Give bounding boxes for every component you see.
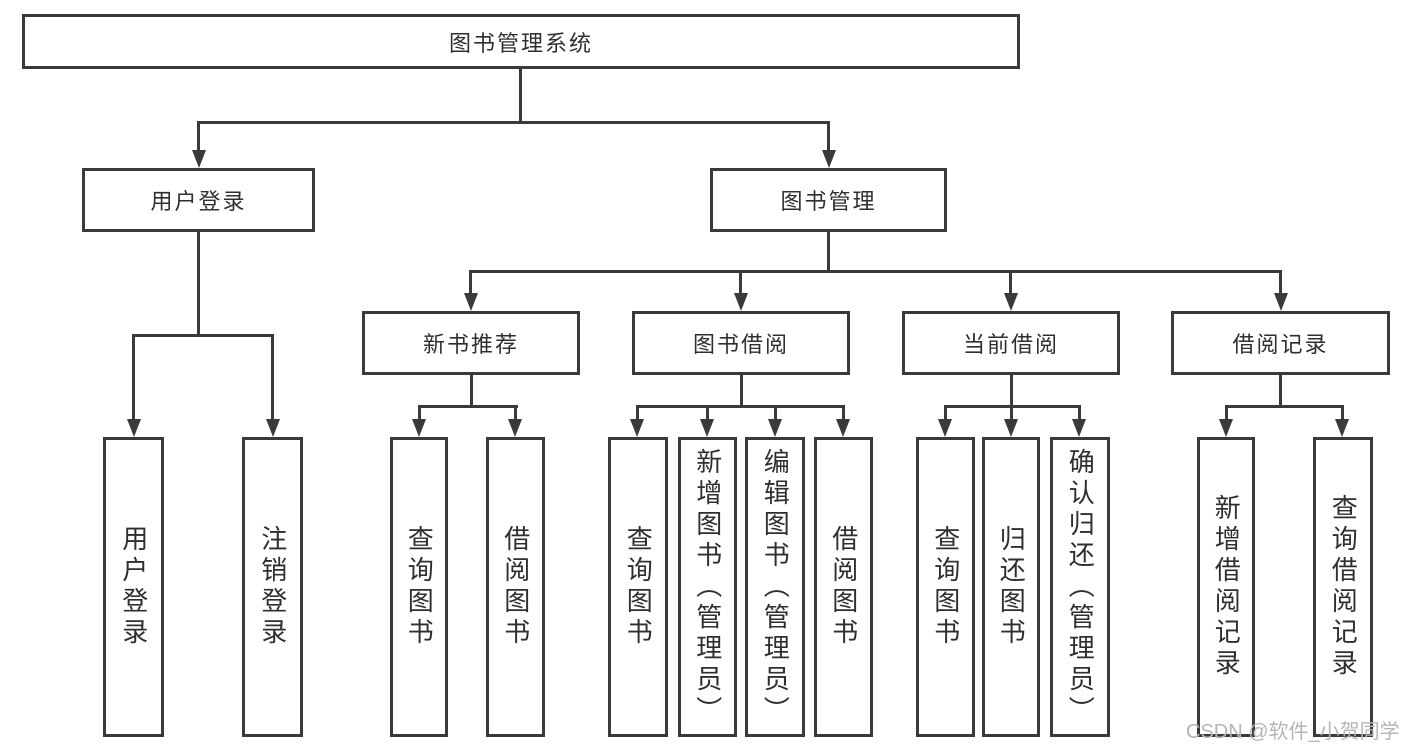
connector-line — [197, 232, 200, 337]
arrow-down-icon — [630, 419, 644, 437]
connector-line — [1225, 405, 1344, 408]
leaf-confirm-return-admin-label: 确认归还（管理员） — [1065, 447, 1096, 727]
connector-line — [514, 405, 517, 421]
box-user-login: 用户登录 — [82, 168, 315, 232]
leaf-borrow-books-borrowing: 借阅图书 — [814, 437, 873, 737]
connector-line — [827, 121, 830, 152]
connector-line — [469, 270, 1282, 273]
connector-line — [418, 405, 421, 421]
arrow-down-icon — [412, 419, 426, 437]
connector-line — [271, 334, 274, 420]
leaf-return-books-label: 归还图书 — [996, 525, 1027, 649]
connector-line — [1078, 405, 1081, 421]
connector-line — [418, 405, 518, 408]
box-library-system: 图书管理系统 — [22, 14, 1020, 69]
connector-line — [739, 270, 742, 296]
connector-line — [740, 375, 743, 408]
connector-line — [706, 405, 709, 421]
box-book-borrowing: 图书借阅 — [632, 311, 850, 375]
connector-line — [469, 270, 472, 296]
box-borrowing-records: 借阅记录 — [1171, 311, 1390, 375]
connector-line — [842, 405, 845, 421]
leaf-add-books-admin: 新增图书（管理员） — [678, 437, 737, 737]
arrow-down-icon — [768, 419, 782, 437]
connector-line — [1010, 375, 1013, 408]
box-book-management: 图书管理 — [710, 168, 947, 232]
arrow-down-icon — [836, 419, 850, 437]
box-book-management-label: 图书管理 — [780, 189, 877, 214]
arrow-down-icon — [464, 293, 478, 311]
arrow-down-icon — [1274, 293, 1288, 311]
arrow-down-icon — [822, 150, 836, 168]
connector-line — [519, 68, 522, 122]
arrow-down-icon — [1004, 293, 1018, 311]
connector-line — [636, 405, 639, 421]
leaf-borrow-books-recommend: 借阅图书 — [486, 437, 545, 737]
connector-line — [1279, 375, 1282, 408]
leaf-logout-label: 注销登录 — [257, 525, 288, 649]
leaf-query-books-current: 查询图书 — [916, 437, 975, 737]
connector-line — [944, 405, 947, 421]
box-current-borrowing-label: 当前借阅 — [962, 332, 1059, 357]
box-new-book-recommend-label: 新书推荐 — [422, 332, 519, 357]
arrow-down-icon — [700, 419, 714, 437]
leaf-logout: 注销登录 — [242, 437, 303, 737]
leaf-query-books-current-label: 查询图书 — [930, 525, 961, 649]
connector-line — [470, 375, 473, 408]
connector-line — [827, 232, 830, 273]
connector-line — [132, 334, 135, 420]
leaf-query-borrow-record-label: 查询借阅记录 — [1328, 494, 1359, 680]
leaf-confirm-return-admin: 确认归还（管理员） — [1050, 437, 1110, 737]
leaf-query-books-recommend: 查询图书 — [390, 437, 448, 737]
arrow-down-icon — [1335, 419, 1349, 437]
connector-line — [1009, 270, 1012, 296]
box-borrowing-records-label: 借阅记录 — [1232, 332, 1329, 357]
arrow-down-icon — [192, 150, 206, 168]
connector-line — [636, 405, 845, 408]
box-library-system-label: 图书管理系统 — [448, 30, 593, 56]
csdn-watermark: CSDN @软件_小贺同学 — [1186, 721, 1400, 743]
arrow-down-icon — [127, 419, 141, 437]
connector-line — [1341, 405, 1344, 421]
leaf-edit-books-admin: 编辑图书（管理员） — [745, 437, 805, 737]
connector-line — [197, 121, 830, 124]
arrow-down-icon — [1072, 419, 1086, 437]
arrow-down-icon — [734, 293, 748, 311]
connector-line — [774, 405, 777, 421]
leaf-query-books-borrowing-label: 查询图书 — [623, 525, 654, 649]
box-new-book-recommend: 新书推荐 — [362, 311, 580, 375]
leaf-query-borrow-record: 查询借阅记录 — [1313, 437, 1373, 737]
box-user-login-label: 用户登录 — [150, 189, 247, 214]
connector-line — [1010, 405, 1013, 421]
leaf-borrow-books-recommend-label: 借阅图书 — [500, 525, 531, 649]
arrow-down-icon — [1004, 419, 1018, 437]
leaf-borrow-books-borrowing-label: 借阅图书 — [828, 525, 859, 649]
leaf-user-login-label: 用户登录 — [118, 525, 149, 649]
box-current-borrowing: 当前借阅 — [902, 311, 1120, 375]
box-book-borrowing-label: 图书借阅 — [692, 332, 789, 357]
arrow-down-icon — [938, 419, 952, 437]
leaf-query-books-recommend-label: 查询图书 — [404, 525, 435, 649]
leaf-add-borrow-record: 新增借阅记录 — [1197, 437, 1255, 737]
leaf-add-borrow-record-label: 新增借阅记录 — [1211, 494, 1242, 680]
leaf-edit-books-admin-label: 编辑图书（管理员） — [760, 447, 791, 727]
arrow-down-icon — [508, 419, 522, 437]
leaf-add-books-admin-label: 新增图书（管理员） — [692, 447, 723, 727]
arrow-down-icon — [1219, 419, 1233, 437]
leaf-query-books-borrowing: 查询图书 — [608, 437, 668, 737]
connector-line — [1225, 405, 1228, 421]
connector-line — [1279, 270, 1282, 296]
leaf-user-login: 用户登录 — [103, 437, 164, 737]
arrow-down-icon — [266, 419, 280, 437]
connector-line — [197, 121, 200, 152]
connector-line — [132, 334, 274, 337]
leaf-return-books: 归还图书 — [982, 437, 1040, 737]
